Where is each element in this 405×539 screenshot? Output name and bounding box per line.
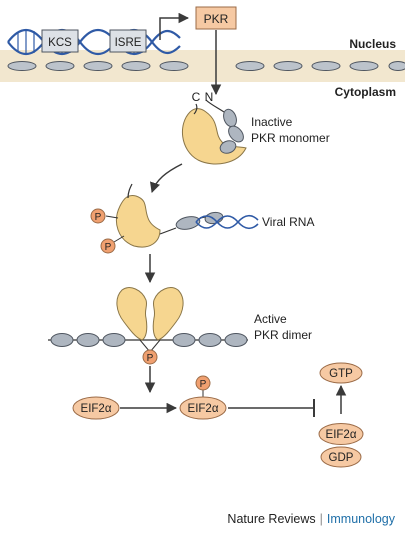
eif2a-label: EIF2α — [81, 403, 112, 415]
eif2a-label: EIF2α — [326, 429, 357, 441]
eif2a-substrate: EIF2α — [72, 396, 120, 420]
eif2a-gdp-complex: EIF2α GDP — [318, 423, 364, 468]
journal-credit: Nature Reviews|Immunology — [227, 512, 395, 526]
isre-label: ISRE — [115, 37, 142, 49]
active-label-line2: PKR dimer — [254, 328, 312, 342]
pkr-gene-box — [195, 6, 237, 30]
gtp-label: GTP — [329, 368, 353, 380]
pkr-gene-label: PKR — [204, 12, 229, 26]
gdp-label: GDP — [329, 452, 354, 464]
transcription-arrow — [159, 12, 190, 40]
journal-separator: | — [319, 512, 323, 526]
dna-helix — [7, 28, 181, 56]
gtp-node: GTP — [319, 362, 363, 384]
phospho-site-2: P — [100, 238, 116, 254]
c-terminus-label: C — [192, 90, 201, 104]
phospho-site-1: P — [90, 208, 106, 224]
phospho-label: P — [95, 212, 102, 223]
binding-arrow — [150, 163, 183, 193]
eif2a-phosphorylated: P EIF2α — [179, 375, 227, 420]
nuclear-pores — [7, 61, 405, 71]
kcs-label: KCS — [48, 37, 72, 49]
cytoplasm-label: Cytoplasm — [335, 85, 396, 99]
phospho-label: P — [200, 379, 207, 390]
nucleus-label: Nucleus — [349, 37, 396, 51]
viral-rna-helix — [195, 214, 259, 230]
inactive-label-line2: PKR monomer — [251, 131, 330, 145]
viral-rna-label: Viral RNA — [262, 215, 314, 229]
journal-name-a: Nature Reviews — [227, 512, 316, 526]
inactive-label-line1: Inactive — [251, 115, 293, 129]
n-terminus-label: N — [205, 90, 214, 104]
active-label-line1: Active — [254, 312, 287, 326]
phospho-label: P — [147, 353, 154, 364]
journal-name-b: Immunology — [326, 512, 395, 526]
kcs-box — [41, 29, 79, 53]
active-pkr-dimer — [48, 287, 248, 353]
inactive-pkr-monomer — [182, 99, 247, 165]
isre-box — [109, 29, 147, 53]
dimer-phospho-site: P — [142, 349, 158, 365]
phospho-label: P — [105, 242, 112, 253]
eif2a-label: EIF2α — [188, 403, 219, 415]
